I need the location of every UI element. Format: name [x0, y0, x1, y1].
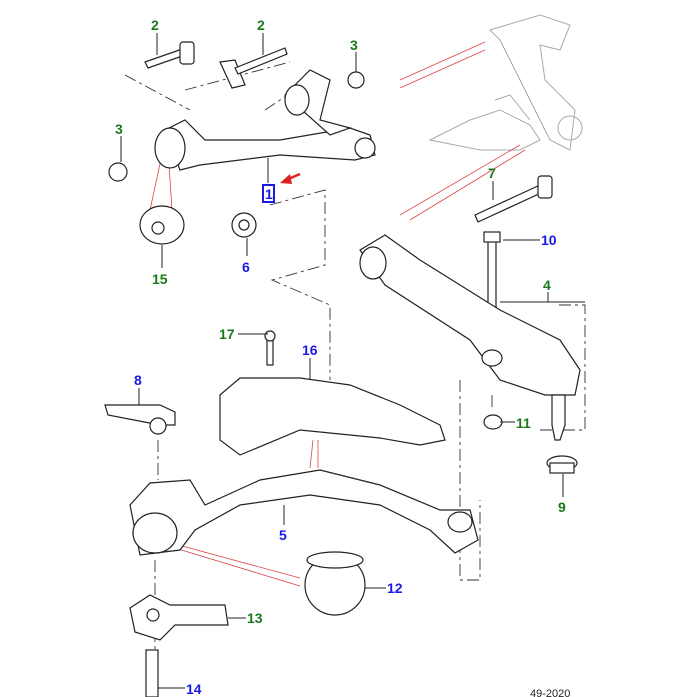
red-arrow-icon — [280, 172, 301, 184]
callout-7[interactable]: 7 — [488, 165, 496, 181]
callout-15[interactable]: 15 — [152, 271, 168, 287]
callout-12[interactable]: 12 — [387, 580, 403, 596]
callout-10[interactable]: 10 — [541, 232, 557, 248]
upper-control-arm — [154, 69, 376, 171]
callout-11[interactable]: 11 — [516, 415, 531, 431]
callout-3[interactable]: 3 — [115, 121, 123, 137]
bolt-17 — [264, 330, 276, 366]
diagram-code: 49-2020 — [530, 688, 570, 697]
callout-5[interactable]: 5 — [279, 527, 287, 543]
callout-2[interactable]: 2 — [257, 17, 265, 33]
callout-3[interactable]: 3 — [350, 37, 358, 53]
highlight-box — [262, 184, 275, 203]
callout-14[interactable]: 14 — [186, 681, 202, 697]
callout-8[interactable]: 8 — [134, 372, 142, 388]
callout-4[interactable]: 4 — [543, 277, 551, 293]
callout-labels: 2 2 3 3 1 15 6 7 10 4 17 16 8 11 9 5 12 … — [115, 17, 566, 697]
nuts-3 — [108, 71, 365, 182]
lower-front-arm-4 — [359, 234, 581, 441]
callout-6[interactable]: 6 — [242, 259, 250, 275]
bracket-13 — [129, 594, 229, 641]
lower-rear-arm-5 — [129, 469, 479, 556]
leader-lines — [120, 33, 585, 689]
nut-6 — [231, 212, 257, 238]
callout-17[interactable]: 17 — [219, 326, 235, 342]
bush-12 — [304, 551, 366, 616]
callout-9[interactable]: 9 — [558, 499, 566, 515]
splash-shield-16 — [219, 377, 446, 456]
nut-11 — [483, 414, 503, 430]
callout-13[interactable]: 13 — [247, 610, 263, 626]
callout-16[interactable]: 16 — [302, 342, 318, 358]
bolts-2 — [144, 41, 288, 89]
bolt-7 — [474, 175, 553, 223]
nut-9 — [546, 455, 578, 474]
link-8 — [104, 404, 176, 435]
bush-15 — [139, 205, 185, 245]
overview-ghost-illustration — [428, 14, 583, 151]
callout-2[interactable]: 2 — [151, 17, 159, 33]
callout-1[interactable]: 1 — [265, 186, 273, 202]
bolt-14 — [145, 649, 159, 697]
